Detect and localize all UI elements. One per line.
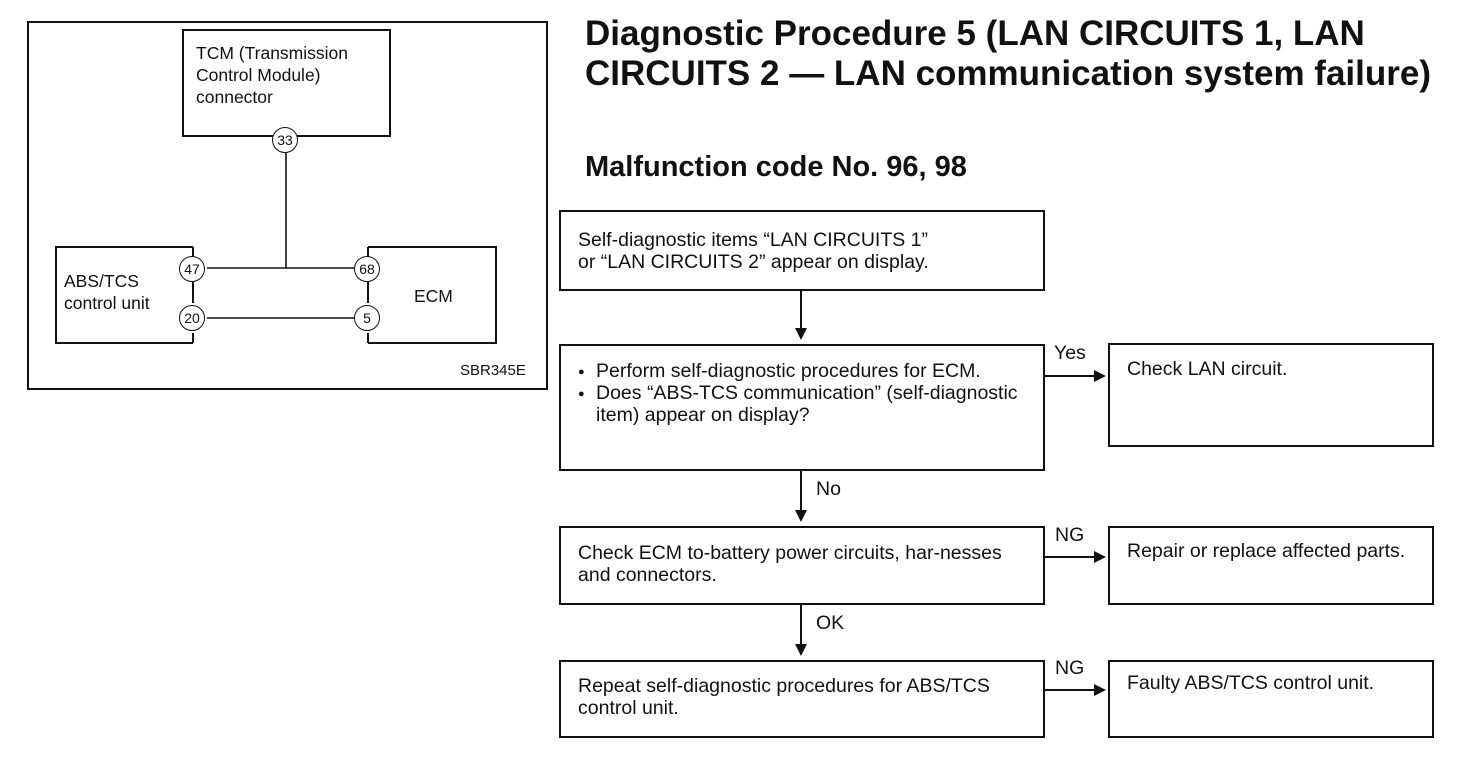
step-2-box: Perform self-diagnostic procedures for E…: [559, 344, 1045, 471]
check-lan-text: Check LAN circuit.: [1127, 358, 1288, 380]
step-3-text: Check ECM to-battery power circuits, har…: [578, 542, 1002, 586]
step-1-line-1: Self-diagnostic items “LAN CIRCUITS 1”: [578, 229, 929, 251]
pin-20: 20: [179, 305, 205, 331]
step-4-text: Repeat self-diagnostic procedures for AB…: [578, 675, 990, 719]
pin-5: 5: [354, 305, 380, 331]
step-2-bullet-2: Does “ABS-TCS communication” (self-diagn…: [578, 382, 1033, 426]
ok-label: OK: [816, 612, 845, 634]
faulty-box: Faulty ABS/TCS control unit.: [1108, 660, 1434, 738]
step-3-box: Check ECM to-battery power circuits, har…: [559, 526, 1045, 605]
yes-label: Yes: [1054, 342, 1086, 364]
abs-tcs-label: ABS/TCS control unit: [64, 271, 150, 313]
ecm-label: ECM: [414, 286, 453, 306]
no-label: No: [816, 478, 841, 500]
tcm-label: TCM (Transmission Control Module) connec…: [196, 43, 348, 107]
step-2-bullet-1: Perform self-diagnostic procedures for E…: [578, 360, 1033, 383]
repair-text: Repair or replace affected parts.: [1127, 540, 1406, 562]
ng-label-1: NG: [1055, 524, 1085, 546]
check-lan-box: Check LAN circuit.: [1108, 343, 1434, 447]
ecm-box: [368, 246, 497, 344]
pin-47: 47: [179, 256, 205, 282]
abs-box: [55, 246, 193, 344]
diagram-frame: [27, 21, 548, 390]
step-1-box: Self-diagnostic items “LAN CIRCUITS 1” o…: [559, 210, 1045, 291]
faulty-text: Faulty ABS/TCS control unit.: [1127, 672, 1375, 694]
step-4-box: Repeat self-diagnostic procedures for AB…: [559, 660, 1045, 738]
pin-68: 68: [354, 256, 380, 282]
pin-33: 33: [272, 127, 298, 153]
step-1-line-2: or “LAN CIRCUITS 2” appear on display.: [578, 251, 929, 273]
ng-label-2: NG: [1055, 657, 1085, 679]
repair-box: Repair or replace affected parts.: [1108, 526, 1434, 605]
figure-id: SBR345E: [460, 362, 526, 379]
page-title: Diagnostic Procedure 5 (LAN CIRCUITS 1, …: [585, 14, 1431, 93]
page-subtitle: Malfunction code No. 96, 98: [585, 151, 967, 183]
